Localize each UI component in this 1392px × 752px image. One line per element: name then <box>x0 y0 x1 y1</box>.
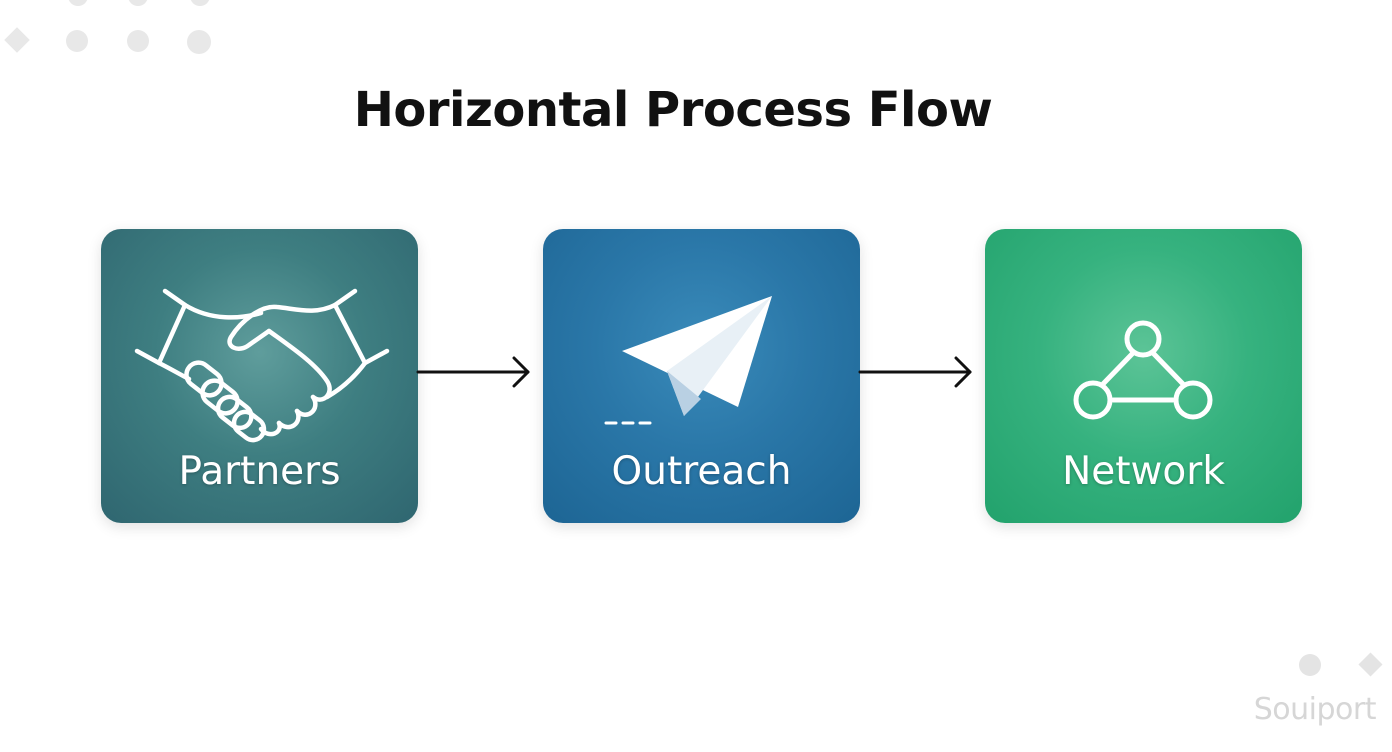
step-card-outreach: Outreach <box>543 229 860 523</box>
paper-plane-icon <box>604 296 772 425</box>
decorative-corner-shapes <box>1299 652 1383 677</box>
step-label-network: Network <box>1062 449 1225 494</box>
step-label-outreach: Outreach <box>611 449 792 494</box>
decorative-dots <box>4 0 211 54</box>
step-card-partners: Partners <box>101 229 418 523</box>
arrow-right-icon <box>416 356 530 388</box>
arrow-right-icon <box>858 356 972 388</box>
network-nodes-icon <box>1073 320 1213 420</box>
step-label-partners: Partners <box>178 449 341 494</box>
watermark-text: Souiport <box>1253 692 1377 727</box>
step-card-network: Network <box>985 229 1302 523</box>
handshake-icon <box>134 288 390 443</box>
page-title: Horizontal Process Flow <box>353 82 993 138</box>
